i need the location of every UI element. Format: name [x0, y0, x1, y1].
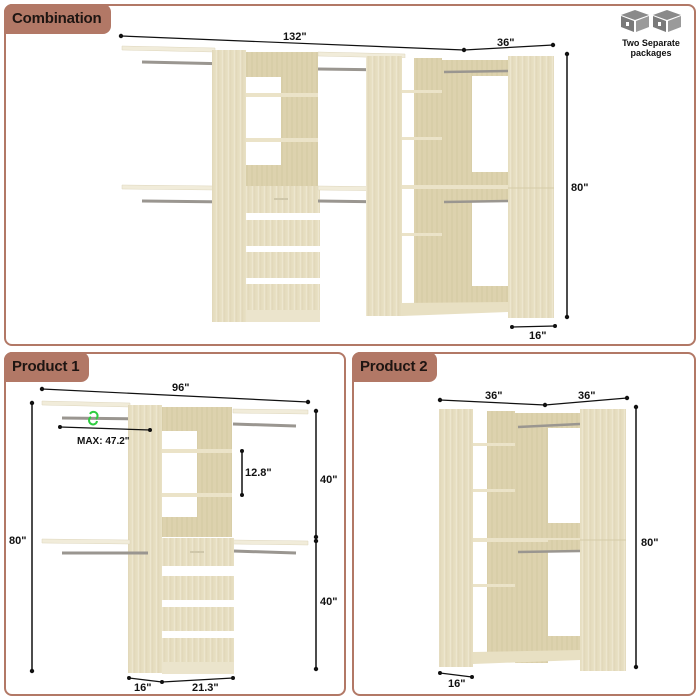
package-badge: Two Separate packages	[616, 9, 686, 58]
p2-right-width-label: 36"	[578, 390, 596, 402]
combo-width-label: 132"	[283, 31, 307, 43]
combination-panel: Combination	[4, 4, 696, 346]
p1-lower-height-label: 40"	[320, 596, 338, 608]
product2-panel: Product 2	[352, 352, 696, 696]
package-line1: Two Separate	[622, 38, 680, 48]
product1-panel: Product 1	[4, 352, 346, 696]
combo-height-label: 80"	[571, 182, 589, 194]
p1-width-label: 96"	[172, 382, 190, 394]
p2-depth-label: 16"	[448, 678, 466, 690]
p1-depth-label: 16"	[134, 682, 152, 694]
p1-total-height-label: 80"	[9, 535, 27, 547]
p1-tower-width-label: 21.3"	[192, 682, 219, 694]
boxes-icon	[621, 10, 681, 32]
package-line2: packages	[630, 48, 672, 58]
product2-title: Product 2	[352, 352, 438, 382]
p1-shelf-spacing-label: 12.8"	[245, 467, 272, 479]
product1-title: Product 1	[4, 352, 90, 382]
p2-height-label: 80"	[641, 537, 659, 549]
p1-rod-max-label: MAX: 47.2"	[77, 436, 130, 447]
combination-title: Combination	[4, 4, 112, 34]
p2-left-width-label: 36"	[485, 390, 503, 402]
p1-upper-height-label: 40"	[320, 474, 338, 486]
combo-depth-label: 16"	[529, 330, 547, 342]
combo-corner-width-label: 36"	[497, 37, 515, 49]
